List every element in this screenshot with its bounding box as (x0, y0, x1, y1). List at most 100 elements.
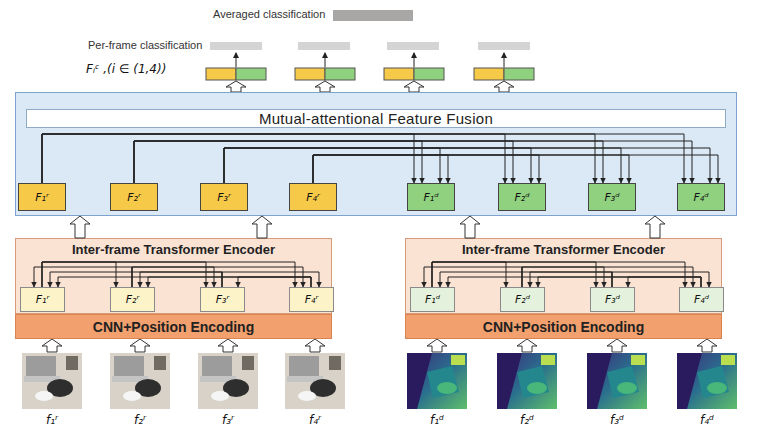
depth-frame-feature: F₄ᵈ (679, 287, 724, 312)
hollow-arrow (517, 339, 537, 352)
encoder-title: CNN+Position Encoding (483, 319, 644, 335)
depth-region (617, 382, 637, 394)
module-title: Mutual-attentional Feature Fusion (26, 109, 726, 128)
rgb-feature-box: F₄ʳ (289, 183, 337, 211)
rgb-frame-feature: F₄ʳ (289, 287, 334, 312)
depth-frame (587, 353, 647, 409)
fused-depth-half (325, 68, 355, 80)
feature-label: F₃ʳ (217, 191, 231, 204)
hollow-arrow (130, 339, 150, 352)
feature-label: F₄ᵈ (693, 191, 708, 204)
fused-rgb-half (384, 68, 414, 80)
frame-label: f₂ᵈ (507, 413, 547, 427)
attention-wire (432, 262, 685, 287)
depth-region (587, 353, 612, 409)
attention-wire (432, 262, 596, 287)
attention-wire (134, 141, 513, 183)
frame-background (285, 353, 345, 409)
object-shape (298, 391, 316, 401)
cnn-encoder-bar: CNN+Position Encoding (405, 314, 722, 339)
rgb-frame (198, 353, 258, 409)
fused-depth-half (414, 68, 444, 80)
feature-label: F₂ʳ (126, 293, 140, 306)
attention-wire (313, 155, 629, 183)
attention-wire (134, 141, 692, 183)
hollow-arrow (218, 339, 238, 352)
feature-label: F₁ʳ (35, 191, 49, 204)
attention-wire (224, 148, 440, 183)
depth-region (697, 366, 729, 398)
depth-region (631, 355, 645, 365)
feature-label: Fᵢᶜ ,(i ∈ (1,4)) (86, 62, 166, 76)
attention-wire (50, 272, 222, 287)
depth-region (707, 382, 727, 394)
background-object (329, 356, 341, 370)
attention-wire (42, 262, 116, 287)
feature-label: F₂ʳ (127, 191, 141, 204)
attention-wire (42, 134, 414, 183)
depth-feature-box: F₄ᵈ (677, 183, 725, 211)
rgb-feature-box: F₃ʳ (200, 183, 248, 211)
depth-region (721, 355, 735, 365)
per-frame-bar (387, 42, 439, 50)
rgb-frame-feature: F₁ʳ (20, 287, 65, 312)
attention-wire (612, 272, 709, 287)
hollow-arrow (427, 339, 447, 352)
frame-label: f₄ᵈ (687, 413, 727, 427)
fused-depth-half (504, 68, 534, 80)
depth-region (527, 382, 547, 394)
classify-arrow (414, 53, 415, 67)
encoder-title: Inter-frame Transformer Encoder (16, 242, 331, 257)
attention-wire (448, 277, 701, 287)
depth-region (437, 382, 457, 394)
averaged-bar (333, 10, 413, 21)
encoder-title: CNN+Position Encoding (93, 319, 254, 335)
feature-label: F₁ʳ (36, 293, 50, 306)
depth-frame (677, 353, 737, 409)
feature-label: F₄ʳ (305, 293, 319, 306)
transformer-encoder: Inter-frame Transformer EncoderF₁ʳF₂ʳF₃ʳ… (15, 238, 332, 314)
attention-wire (432, 262, 506, 287)
feature-label: F₃ᵈ (605, 293, 620, 306)
section-label: Per-frame classification (88, 39, 202, 51)
attention-wire (522, 267, 693, 287)
classify-arrow (236, 53, 237, 67)
encoder-title: Inter-frame Transformer Encoder (406, 242, 721, 257)
attention-wire (58, 277, 311, 287)
depth-frame (407, 353, 467, 409)
depth-frame-feature: F₃ᵈ (590, 287, 635, 312)
hollow-arrow (645, 216, 665, 238)
depth-feature-box: F₁ᵈ (407, 183, 455, 211)
object-shape (35, 391, 53, 401)
fused-rgb-half (206, 68, 236, 80)
fused-rgb-half (474, 68, 504, 80)
fused-depth-half (236, 68, 266, 80)
feature-label: F₄ʳ (306, 191, 320, 204)
frame-label: f₃ᵈ (597, 413, 637, 427)
frame-label: f₄ʳ (295, 413, 335, 427)
per-frame-bar (478, 42, 530, 50)
per-frame-bar (298, 42, 350, 50)
fusion-module: Mutual-attentional Feature FusionF₁ʳ F₂ʳ F… (15, 92, 737, 216)
feature-label: F₃ᵈ (604, 191, 619, 204)
transformer-encoder: Inter-frame Transformer EncoderF₁ᵈ F₂ᵈ F₃ᵈ… (405, 238, 722, 314)
background-object (242, 356, 254, 370)
attention-wire (224, 148, 710, 183)
feature-label: F₂ᵈ (515, 293, 530, 306)
depth-region (427, 366, 459, 398)
laptop-shape (26, 356, 56, 376)
classify-arrow (325, 53, 326, 67)
hollow-arrow (70, 216, 90, 238)
hollow-arrow (305, 339, 325, 352)
rgb-frame (22, 353, 82, 409)
cnn-encoder-bar: CNN+Position Encoding (15, 314, 332, 339)
attention-wire (42, 262, 206, 287)
attention-wire (538, 277, 701, 287)
attention-wire (148, 277, 311, 287)
feature-label: F₁ᵈ (425, 293, 440, 306)
depth-region (451, 355, 465, 365)
classify-arrow (504, 53, 505, 67)
laptop-shape (202, 356, 232, 376)
